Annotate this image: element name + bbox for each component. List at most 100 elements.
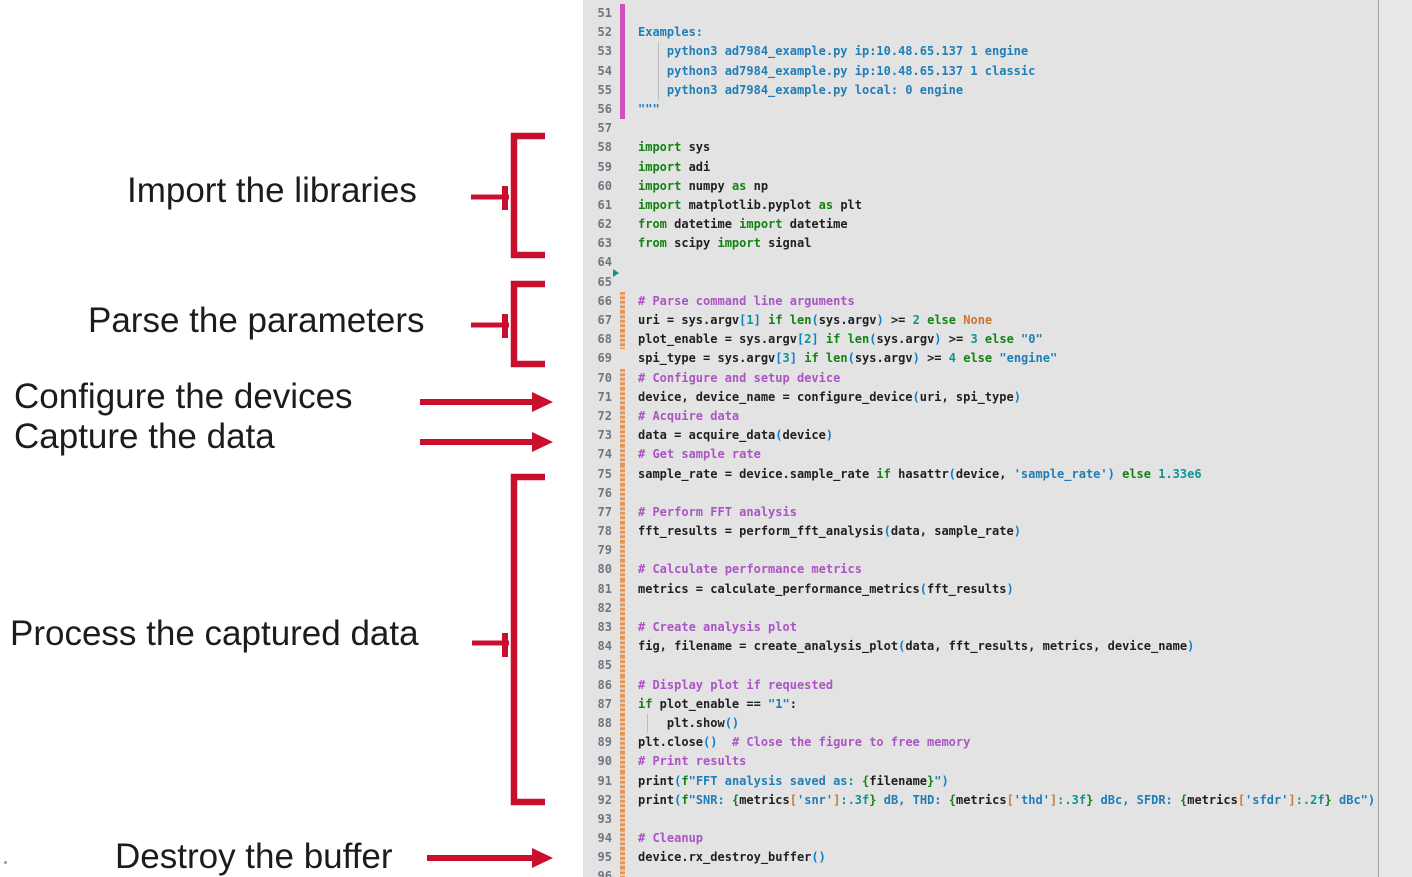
code-line[interactable]: 57 (583, 119, 1412, 138)
code-text: print(f"FFT analysis saved as: {filename… (638, 773, 949, 788)
code-line[interactable]: 51 (583, 4, 1412, 24)
code-line[interactable]: 70# Configure and setup device (583, 368, 1412, 388)
code-text: spi_type = sys.argv[3] if len(sys.argv) … (638, 351, 1058, 366)
gutter-change-marker (612, 445, 638, 465)
gutter (612, 158, 638, 177)
gutter-change-marker (612, 637, 638, 657)
line-number: 72 (597, 408, 612, 423)
code-line[interactable]: 54 python3 ad7984_example.py ip:10.48.65… (583, 61, 1412, 81)
annotation-capture-data: Capture the data (14, 417, 275, 456)
code-line[interactable]: 86# Display plot if requested (583, 675, 1412, 695)
code-line[interactable]: 80# Calculate performance metrics (583, 560, 1412, 580)
code-line[interactable]: 65 (583, 273, 1412, 292)
gutter-change-marker (612, 809, 638, 830)
code-text: uri = sys.argv[1] if len(sys.argv) >= 2 … (638, 313, 993, 327)
gutter (612, 273, 638, 292)
column-ruler (1378, 0, 1379, 877)
code-line[interactable]: 72# Acquire data (583, 406, 1412, 427)
code-line[interactable]: 64 (583, 253, 1412, 277)
gutter (612, 196, 638, 215)
line-number: 84 (597, 639, 612, 654)
gutter-change-marker (612, 99, 638, 120)
indent-guide (658, 42, 659, 62)
code-text: # Calculate performance metrics (638, 562, 862, 577)
gutter (612, 177, 638, 196)
code-line[interactable]: 88 plt.show() (583, 713, 1412, 734)
code-text: plot_enable = sys.argv[2] if len(sys.arg… (638, 332, 1043, 347)
code-line[interactable]: 55 python3 ad7984_example.py local: 0 en… (583, 80, 1412, 101)
code-text: device.rx_destroy_buffer() (638, 850, 826, 865)
gutter-change-marker (612, 387, 638, 408)
line-number: 76 (597, 485, 612, 500)
code-text: # Parse command line arguments (638, 293, 855, 308)
line-number: 78 (597, 524, 612, 539)
fold-arrow-icon[interactable] (613, 268, 619, 277)
line-number: 89 (597, 735, 612, 750)
line-number: 67 (597, 313, 612, 327)
gutter-change-marker (612, 464, 638, 484)
editor-right-margin (1379, 0, 1412, 877)
gutter-change-marker (612, 771, 638, 791)
line-number: 69 (597, 351, 612, 366)
code-text: # Display plot if requested (638, 677, 834, 692)
gutter-change-marker (612, 790, 638, 811)
code-text: plt.show() (638, 713, 739, 734)
code-line[interactable]: 94# Cleanup (583, 829, 1412, 849)
gutter-change-marker (612, 406, 638, 427)
code-line[interactable]: 83# Create analysis plot (583, 618, 1412, 638)
code-line[interactable]: 96 (583, 867, 1412, 877)
gutter-change-marker (612, 560, 638, 580)
code-line[interactable]: 69 spi_type = sys.argv[3] if len(sys.argv… (583, 349, 1412, 368)
code-line[interactable]: 66# Parse command line arguments (583, 291, 1412, 312)
gutter-change-marker (612, 483, 638, 504)
line-number: 73 (597, 428, 612, 443)
code-line[interactable]: 74# Get sample rate (583, 445, 1412, 465)
indent-guide (658, 61, 659, 81)
gutter-change-marker (612, 598, 638, 619)
gutter (612, 234, 638, 253)
gutter-change-marker (612, 579, 638, 600)
code-line[interactable]: 90# Print results (583, 752, 1412, 772)
code-line[interactable]: 76 (583, 483, 1412, 504)
line-number: 59 (597, 159, 612, 174)
code-line[interactable]: 85 (583, 656, 1412, 676)
code-line[interactable]: 56""" (583, 99, 1412, 120)
code-line[interactable]: 93 (583, 809, 1412, 830)
code-line[interactable]: 79 (583, 541, 1412, 561)
code-line[interactable]: 82 (583, 598, 1412, 619)
code-line[interactable]: 53 python3 ad7984_example.py ip:10.48.65… (583, 42, 1412, 62)
code-line[interactable]: 67 uri = sys.argv[1] if len(sys.argv) >= … (583, 311, 1412, 331)
bracket-import-libraries (471, 132, 545, 259)
gutter-change-marker (612, 618, 638, 638)
line-number: 88 (597, 715, 612, 730)
annotation-process-data: Process the captured data (10, 614, 419, 653)
code-text: python3 ad7984_example.py ip:10.48.65.13… (638, 42, 1028, 62)
gutter-change-marker (612, 694, 638, 715)
line-number: 63 (597, 236, 612, 251)
gutter (612, 138, 638, 157)
stray-dot (4, 861, 7, 864)
code-text: if plot_enable == "1": (638, 696, 797, 711)
code-line[interactable]: 77# Perform FFT analysis (583, 502, 1412, 523)
